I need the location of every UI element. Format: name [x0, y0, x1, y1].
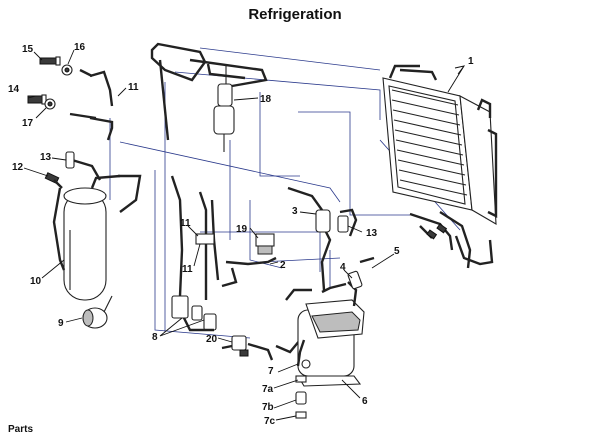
label-20: 20	[206, 334, 218, 345]
label-4: 4	[340, 262, 346, 273]
label-11-mid: 11	[180, 218, 191, 229]
label-7b: 7b	[262, 402, 274, 413]
condenser-tubing	[409, 210, 494, 269]
suction-line	[321, 256, 375, 307]
compressor-fittings	[295, 375, 307, 419]
label-6: 6	[362, 396, 368, 407]
label-18: 18	[260, 94, 272, 105]
service-valves	[27, 56, 73, 110]
label-2: 2	[280, 260, 286, 271]
label-13-left: 13	[40, 152, 52, 163]
label-13-right: 13	[366, 228, 378, 239]
label-11-low: 11	[182, 264, 193, 275]
label-15: 15	[22, 44, 34, 55]
solenoid-20	[221, 335, 301, 361]
label-7: 7	[268, 366, 274, 377]
label-11-top: 11	[128, 82, 139, 93]
label-9: 9	[58, 318, 64, 329]
label-1: 1	[468, 56, 474, 67]
label-5: 5	[394, 246, 400, 257]
filter-drier	[213, 66, 235, 152]
capillary-connector-right	[315, 209, 349, 233]
label-10: 10	[30, 276, 42, 287]
valve-8	[171, 295, 217, 332]
receiver-tank	[52, 174, 121, 301]
label-14: 14	[8, 84, 20, 95]
fitting-12	[44, 172, 63, 189]
label-16: 16	[74, 42, 86, 53]
label-7c: 7c	[264, 416, 276, 427]
condenser	[382, 64, 498, 225]
label-3: 3	[292, 206, 298, 217]
fitting-13-left	[65, 151, 75, 169]
label-8: 8	[152, 332, 158, 343]
label-7a: 7a	[262, 384, 274, 395]
compressor	[285, 288, 365, 387]
label-12: 12	[12, 162, 24, 173]
footer-parts-heading: Parts	[8, 424, 34, 435]
main-tubing	[69, 68, 358, 300]
solenoid-valve-block	[195, 233, 277, 288]
diagram-title: Refrigeration	[248, 6, 342, 23]
label-19: 19	[236, 224, 248, 235]
leader-lines	[23, 49, 466, 421]
evaporator-loop	[150, 42, 268, 141]
label-17: 17	[22, 118, 34, 129]
part-9-cap	[82, 295, 113, 329]
part-labels: 1 2 3 4 5 6 7 7a 7b 7c 8 9 10 11 11 11 1…	[8, 42, 474, 427]
